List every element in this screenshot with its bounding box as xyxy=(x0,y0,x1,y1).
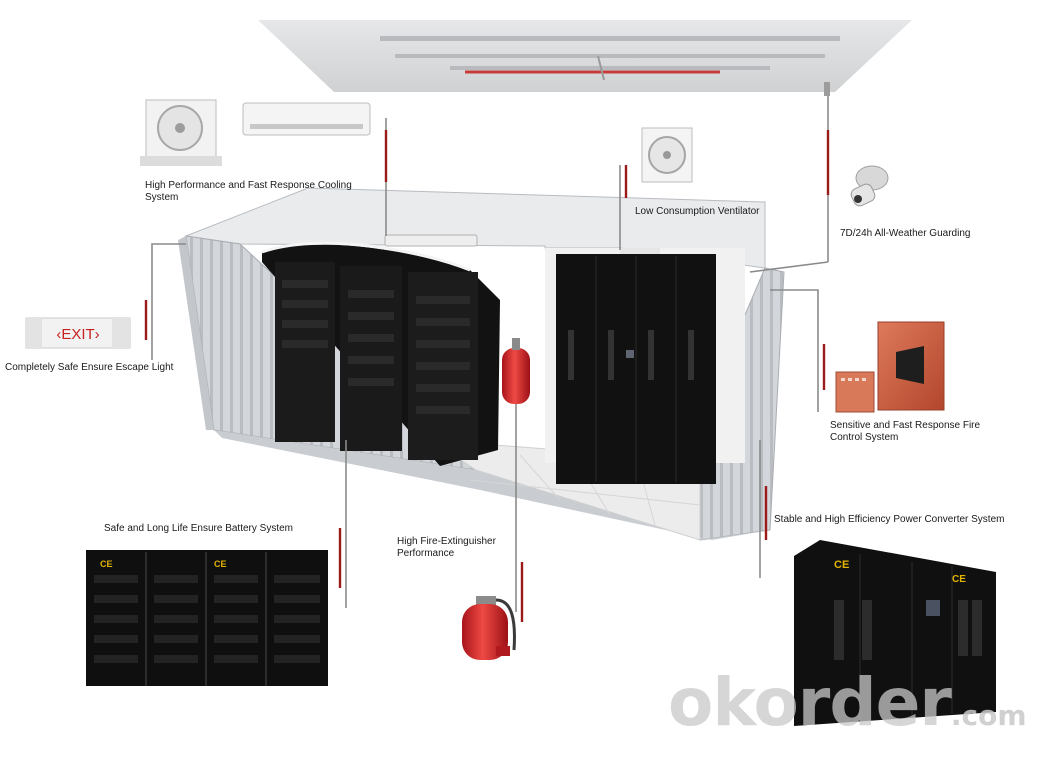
converter-logo-2: CE xyxy=(952,574,966,585)
cooling-system-label: High Performance and Fast Response Cooli… xyxy=(145,180,352,203)
exit-sign-device: ‹EXIT› xyxy=(25,317,131,349)
fire-control-panel xyxy=(835,321,945,413)
fire-control-label: Sensitive and Fast Response Fire Control… xyxy=(830,420,981,443)
outdoor-ac-unit xyxy=(140,99,222,166)
battery-system-label: Safe and Long Life Ensure Battery System xyxy=(104,523,293,534)
okorder-watermark: okorder.com xyxy=(668,668,1027,751)
container-extinguisher xyxy=(502,338,530,404)
indoor-ac-unit xyxy=(242,102,371,136)
ceiling-panel xyxy=(258,20,912,92)
all-weather-guarding-label: 7D/24h All-Weather Guarding xyxy=(840,228,971,239)
leader-lines xyxy=(144,96,830,622)
power-converter-cabinet: CE CE xyxy=(794,540,996,726)
exit-sign-text: ‹EXIT› xyxy=(56,326,99,343)
escape-light-label: Completely Safe Ensure Escape Light xyxy=(5,362,174,373)
watermark-main: okorder xyxy=(668,664,952,741)
ventilator-label: Low Consumption Ventilator xyxy=(635,206,760,217)
container-battery-racks xyxy=(261,241,500,466)
battery-logo-2: CE xyxy=(214,559,227,569)
battery-system-cabinets: CE CE xyxy=(86,550,328,686)
container-power-converter xyxy=(556,254,716,484)
power-converter-label: Stable and High Efficiency Power Convert… xyxy=(774,514,1005,525)
converter-logo-1: CE xyxy=(834,559,849,571)
fire-extinguisher xyxy=(462,596,516,660)
fire-extinguisher-label: High Fire-Extinguisher Performance xyxy=(397,536,496,559)
watermark-suffix: .com xyxy=(950,699,1027,732)
battery-logo-1: CE xyxy=(100,559,113,569)
security-camera xyxy=(824,82,889,207)
ventilator-unit xyxy=(641,127,693,183)
